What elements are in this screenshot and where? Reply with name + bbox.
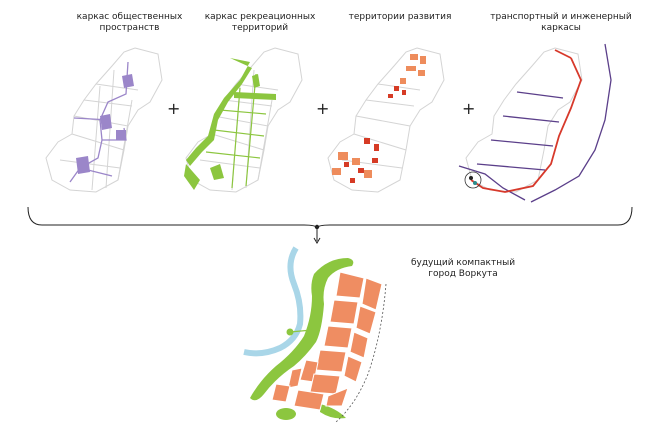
panel-recreational-map	[180, 40, 310, 200]
plus-sign-1: +	[167, 99, 181, 118]
green-corridor	[250, 258, 354, 401]
public-plaza-1	[122, 74, 134, 88]
panel-4-label: транспортный и инженерный каркасы	[490, 12, 632, 33]
result-label: будущий компактный город Воркута	[410, 258, 516, 279]
panel-public-spaces-map	[40, 40, 170, 200]
result-city-map	[236, 244, 406, 429]
plus-sign-3: +	[462, 99, 476, 118]
panel-3-label: территории развития	[348, 12, 452, 22]
river	[243, 246, 304, 357]
plus-sign-2: +	[316, 99, 330, 118]
panel-2-label: каркас рекреационных территорий	[204, 12, 316, 33]
panel-1-label: каркас общественных пространств	[76, 12, 183, 33]
panel-development-map	[322, 40, 452, 200]
brace-connector	[20, 205, 640, 250]
panel-transport-map	[455, 40, 620, 210]
